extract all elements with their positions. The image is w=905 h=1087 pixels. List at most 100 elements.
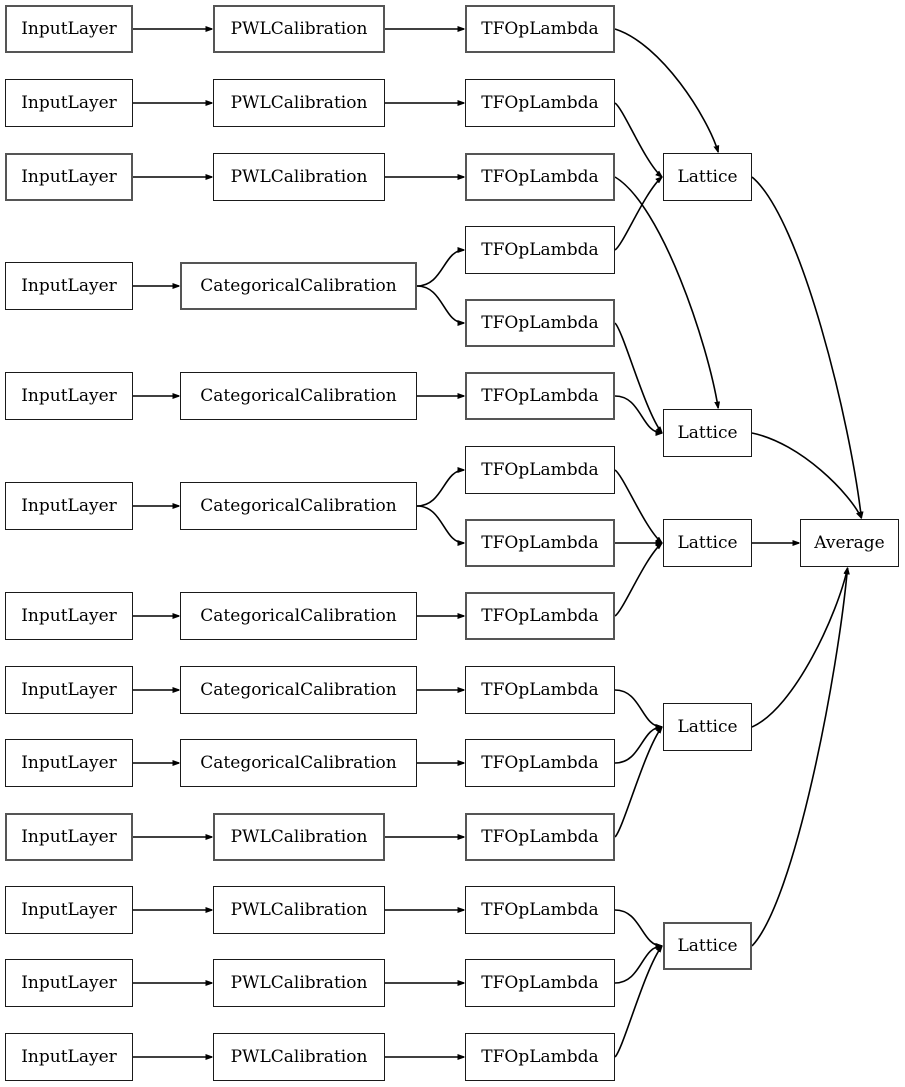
graph-node-label: CategoricalCalibration [200,275,397,296]
graph-node-tfoplambda: TFOpLambda [465,226,615,274]
graph-node-label: Lattice [677,166,738,187]
graph-node-tfoplambda: TFOpLambda [465,5,615,53]
graph-node-label: CategoricalCalibration [200,752,397,773]
graph-node-label: InputLayer [21,1046,117,1067]
graph-node-label: PWLCalibration [230,166,368,187]
graph-node-pwlcalibration: PWLCalibration [213,79,385,127]
graph-node-tfoplambda: TFOpLambda [465,592,615,640]
graph-edge [751,568,848,947]
graph-node-inputlayer: InputLayer [5,666,133,714]
graph-node-label: Lattice [677,716,738,737]
graph-edge [614,909,662,946]
graph-node-pwlcalibration: PWLCalibration [213,5,385,53]
graph-edge [614,727,662,838]
graph-node-label: PWLCalibration [230,899,368,920]
graph-node-label: PWLCalibration [230,972,368,993]
graph-node-lattice: Lattice [663,703,752,751]
graph-edge [614,727,662,764]
graph-node-label: InputLayer [21,826,117,847]
graph-node-label: InputLayer [21,166,117,187]
graph-node-label: TFOpLambda [481,1046,599,1067]
graph-edge [751,568,848,728]
graph-node-inputlayer: InputLayer [5,372,133,420]
graph-node-inputlayer: InputLayer [5,153,133,201]
graph-node-tfoplambda: TFOpLambda [465,886,615,934]
graph-node-inputlayer: InputLayer [5,959,133,1007]
graph-node-label: PWLCalibration [230,92,368,113]
graph-node-categoricalcalibration: CategoricalCalibration [180,482,417,530]
graph-node-label: TFOpLambda [481,532,599,553]
graph-node-tfoplambda: TFOpLambda [465,446,615,494]
graph-node-label: InputLayer [21,495,117,516]
graph-node-label: TFOpLambda [481,605,599,626]
graph-node-tfoplambda: TFOpLambda [465,372,615,420]
graph-node-label: Lattice [677,532,738,553]
graph-node-categoricalcalibration: CategoricalCalibration [180,592,417,640]
graph-node-inputlayer: InputLayer [5,79,133,127]
graph-node-pwlcalibration: PWLCalibration [213,959,385,1007]
graph-edge [614,946,662,984]
graph-edge [614,689,662,727]
graph-edge [614,946,662,1058]
graph-node-label: TFOpLambda [481,18,599,39]
graph-node-label: InputLayer [21,605,117,626]
graph-node-label: InputLayer [21,752,117,773]
graph-node-label: PWLCalibration [230,1046,368,1067]
graph-node-label: Average [814,532,885,553]
graph-edge [416,285,464,323]
graph-node-pwlcalibration: PWLCalibration [213,813,385,861]
graph-edge [614,469,662,543]
graph-node-inputlayer: InputLayer [5,592,133,640]
graph-node-inputlayer: InputLayer [5,1033,133,1081]
graph-edge [614,322,662,433]
graph-node-average: Average [800,519,899,567]
graph-edge [416,505,464,543]
graph-edge [416,250,464,287]
graph-node-tfoplambda: TFOpLambda [465,153,615,201]
graph-node-label: Lattice [677,935,738,956]
graph-node-categoricalcalibration: CategoricalCalibration [180,666,417,714]
graph-edge [614,177,662,251]
graph-node-inputlayer: InputLayer [5,886,133,934]
graph-edge [614,176,718,408]
graph-node-label: TFOpLambda [481,385,599,406]
graph-node-label: TFOpLambda [481,459,599,480]
graph-node-label: InputLayer [21,899,117,920]
graph-node-label: PWLCalibration [230,826,368,847]
graph-node-tfoplambda: TFOpLambda [465,519,615,567]
graph-node-label: CategoricalCalibration [200,679,397,700]
graph-node-inputlayer: InputLayer [5,482,133,530]
graph-node-label: InputLayer [21,275,117,296]
graph-node-categoricalcalibration: CategoricalCalibration [180,262,417,310]
graph-node-tfoplambda: TFOpLambda [465,79,615,127]
graph-node-lattice: Lattice [663,153,752,201]
graph-edge [614,28,718,152]
graph-node-label: Lattice [677,422,738,443]
graph-node-pwlcalibration: PWLCalibration [213,886,385,934]
graph-node-label: InputLayer [21,92,117,113]
graph-node-categoricalcalibration: CategoricalCalibration [180,372,417,420]
graph-edge [416,470,464,507]
graph-node-label: CategoricalCalibration [200,605,397,626]
graph-edge [614,543,662,617]
graph-node-inputlayer: InputLayer [5,739,133,787]
graph-node-label: InputLayer [21,18,117,39]
graph-node-label: CategoricalCalibration [200,495,397,516]
graph-node-lattice: Lattice [663,922,752,970]
graph-node-tfoplambda: TFOpLambda [465,813,615,861]
graph-node-lattice: Lattice [663,519,752,567]
graph-node-label: InputLayer [21,385,117,406]
graph-node-pwlcalibration: PWLCalibration [213,1033,385,1081]
graph-node-inputlayer: InputLayer [5,5,133,53]
graph-node-tfoplambda: TFOpLambda [465,739,615,787]
graph-node-label: TFOpLambda [481,312,599,333]
graph-node-label: InputLayer [21,972,117,993]
graph-node-categoricalcalibration: CategoricalCalibration [180,739,417,787]
graph-node-tfoplambda: TFOpLambda [465,666,615,714]
graph-node-label: TFOpLambda [481,972,599,993]
graph-node-label: InputLayer [21,679,117,700]
graph-edge [751,176,861,518]
graph-node-label: TFOpLambda [481,679,599,700]
